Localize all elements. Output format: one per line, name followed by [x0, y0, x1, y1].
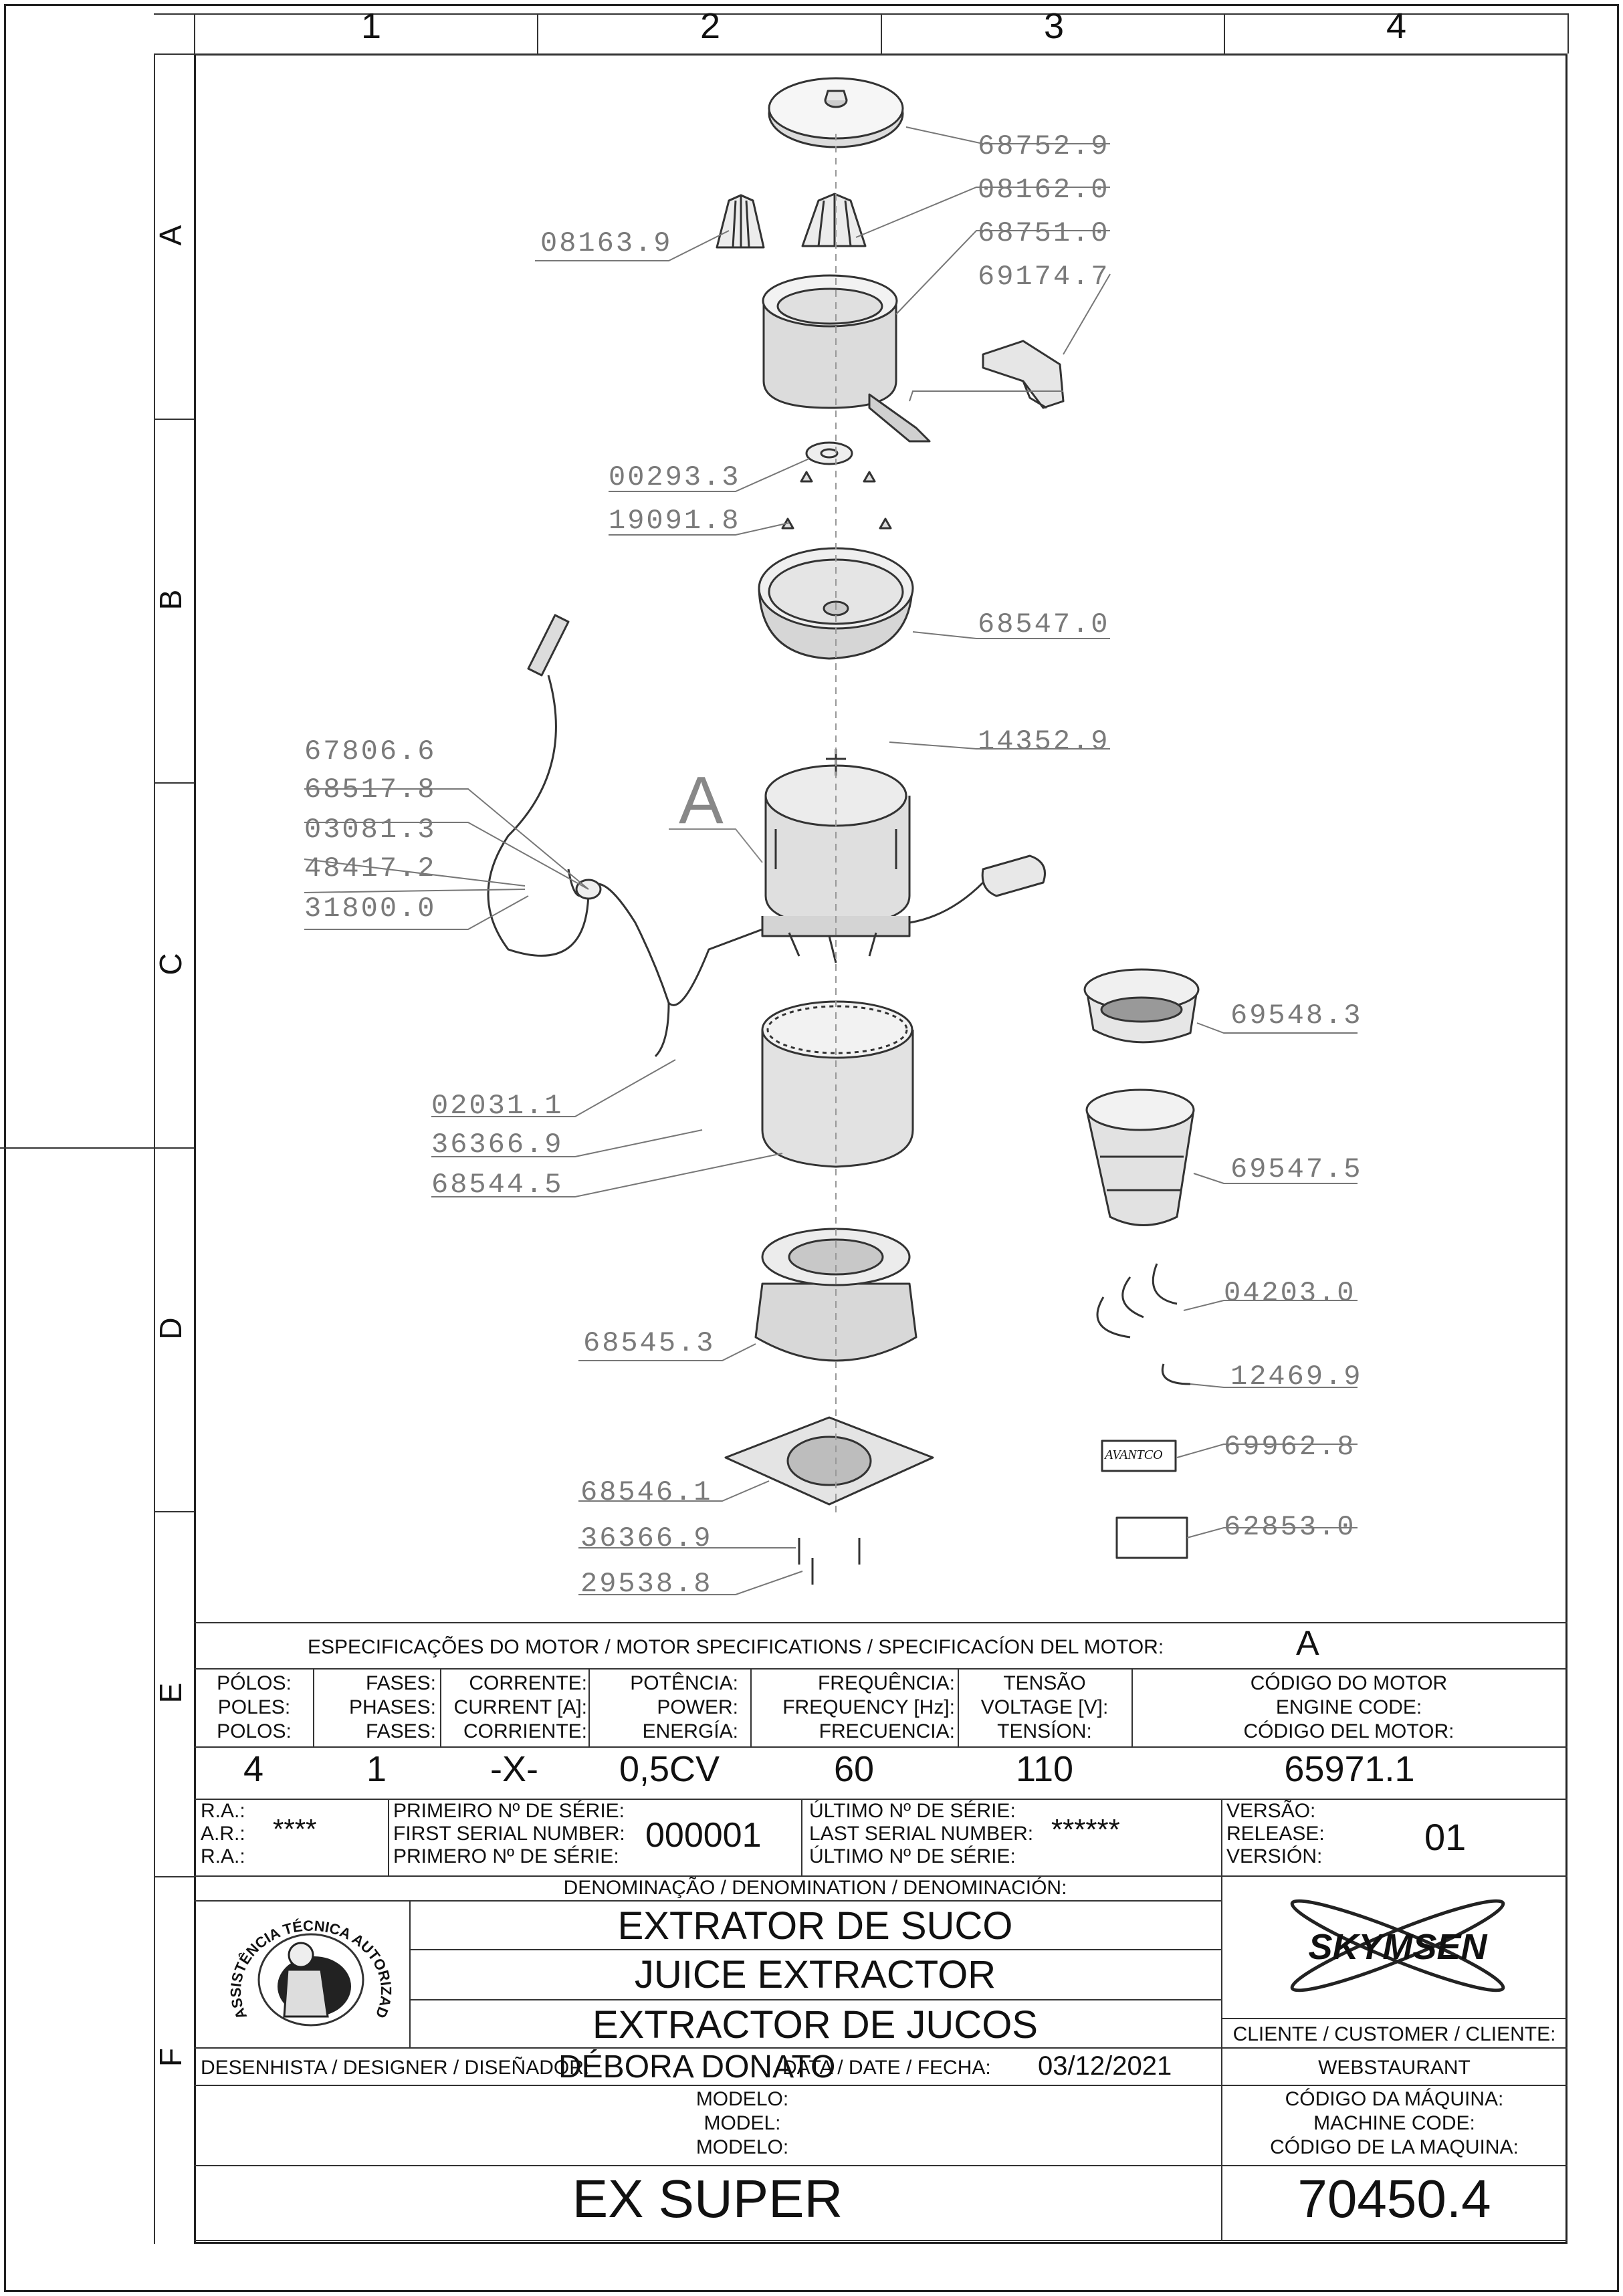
spec-value-power: 0,5CV: [619, 1749, 720, 1789]
last-serial-labels: ÚLTIMO Nº DE SÉRIE:LAST SERIAL NUMBER:ÚL…: [809, 1800, 1034, 1867]
machine-code-labels: CÓDIGO DA MÁQUINA:MACHINE CODE:CÓDIGO DE…: [1270, 2088, 1519, 2158]
denomination-pt: EXTRATOR DE SUCO: [617, 1904, 1013, 1948]
zone-col-3: 3: [1043, 6, 1065, 46]
spec-value-engine-code: 65971.1: [1284, 1749, 1415, 1789]
callout-69962-8: 69962.8: [1224, 1431, 1356, 1463]
callout-08163-9: 08163.9: [540, 227, 673, 259]
spec-header-current: CORRENTE:CURRENT [A]:CORRIENTE:: [453, 1672, 587, 1742]
ra-labels: R.A.:A.R.:R.A.:: [201, 1800, 245, 1867]
callout-69174-7: 69174.7: [978, 261, 1110, 293]
callout-68546-1: 68546.1: [580, 1476, 713, 1508]
part-brand-label: [1101, 1440, 1177, 1472]
callout-04203-0: 04203.0: [1224, 1277, 1356, 1309]
svg-text:SKYMSEN: SKYMSEN: [1308, 1927, 1487, 1967]
zone-strip-left: [154, 53, 155, 2244]
callout-69548-3: 69548.3: [1230, 1000, 1363, 1032]
callout-14352-9: 14352.9: [978, 725, 1110, 758]
zone-col-4: 4: [1386, 6, 1407, 46]
callout-00293-3: 00293.3: [609, 461, 741, 493]
part-clips: [1096, 1263, 1191, 1385]
zone-row-f: F: [153, 2047, 188, 2067]
part-reamer-small: [716, 194, 765, 249]
spec-value-voltage: 110: [1015, 1749, 1074, 1789]
part-motor: [761, 749, 911, 963]
callout-68544-5: 68544.5: [431, 1169, 564, 1201]
zone-col-2: 2: [699, 6, 721, 46]
callout-36366-9-b: 36366.9: [580, 1522, 713, 1555]
motor-code-letter: A: [1296, 1624, 1319, 1663]
model-value: EX SUPER: [572, 2169, 843, 2228]
part-info-plate: [1115, 1516, 1188, 1559]
part-spout: [982, 340, 1065, 409]
callout-02031-1: 02031.1: [431, 1090, 564, 1122]
leader-lines: [304, 126, 1358, 1595]
detail-label-a: A: [679, 763, 724, 838]
exploded-view-diagram: [304, 77, 1358, 1595]
client-value: WEBSTAURANT: [1318, 2057, 1471, 2079]
avantco-label-text: AVANTCO: [1105, 1448, 1163, 1462]
ra-value: ****: [273, 1813, 317, 1845]
spec-value-current: -X-: [490, 1749, 538, 1789]
part-housing: [761, 1000, 914, 1168]
callout-62853-0: 62853.0: [1224, 1511, 1356, 1543]
first-serial-value: 000001: [645, 1816, 762, 1855]
spec-value-frequency: 60: [833, 1749, 875, 1789]
part-cup: [1085, 1088, 1195, 1226]
designer-label: DESENHISTA / DESIGNER / DISEÑADOR:: [201, 2057, 590, 2079]
callout-68545-3: 68545.3: [583, 1327, 716, 1359]
callout-67806-6: 67806.6: [304, 735, 437, 768]
denomination-label: DENOMINAÇÃO / DENOMINATION / DENOMINACIÓ…: [563, 1877, 1067, 1899]
callout-68751-0: 68751.0: [978, 217, 1110, 249]
callout-29538-8: 29538.8: [580, 1568, 713, 1600]
spec-value-poles: 4: [243, 1749, 264, 1789]
part-power-cord: [487, 614, 763, 1058]
designer-value: DÉBORA DONATO: [558, 2049, 836, 2085]
spec-value-phases: 1: [366, 1749, 387, 1789]
callout-68517-8: 68517.8: [304, 774, 437, 806]
spec-header-poles: PÓLOS:POLES:POLOS:: [217, 1672, 292, 1742]
spec-header-phases: FASES:PHASES:FASES:: [348, 1672, 436, 1742]
callout-68752-9: 68752.9: [978, 130, 1110, 162]
machine-code-value: 70450.4: [1297, 2169, 1491, 2228]
callout-68547-0: 68547.0: [978, 608, 1110, 641]
part-reamer-large: [801, 193, 867, 247]
model-labels: MODELO:MODEL:MODELO:: [695, 2088, 789, 2158]
part-gasket: [805, 441, 853, 465]
zone-strip-top: [154, 53, 1567, 55]
denomination-es: EXTRACTOR DE JUCOS: [592, 2003, 1038, 2047]
part-lid: [768, 77, 904, 148]
spec-header-power: POTÊNCIA:POWER:ENERGÍA:: [630, 1672, 738, 1742]
version-value: 01: [1424, 1816, 1467, 1858]
callout-69547-5: 69547.5: [1230, 1153, 1363, 1185]
authorized-service-seal: ASSISTÊNCIA TÉCNICA AUTORIZADA: [221, 1903, 395, 2027]
part-bottom-plate: [724, 1416, 934, 1585]
motor-spec-title: ESPECIFICAÇÕES DO MOTOR / MOTOR SPECIFIC…: [308, 1636, 1164, 1658]
date-value: 03/12/2021: [1038, 2051, 1172, 2081]
callout-31800-0: 31800.0: [304, 893, 437, 925]
version-labels: VERSÃO:RELEASE:VERSIÓN:: [1226, 1800, 1325, 1867]
callout-48417-2: 48417.2: [304, 852, 437, 885]
callout-03081-3: 03081.3: [304, 814, 437, 846]
callout-12469-9: 12469.9: [1230, 1361, 1363, 1393]
callout-08162-0: 08162.0: [978, 174, 1110, 206]
zone-row-e: E: [153, 1682, 188, 1704]
client-label: CLIENTE / CUSTOMER / CLIENTE:: [1232, 2023, 1556, 2045]
part-bolts: [781, 471, 892, 530]
part-filter-basket: [1083, 968, 1200, 1044]
spec-header-frequency: FREQUÊNCIA:FREQUENCY [Hz]:FRECUENCIA:: [782, 1672, 955, 1742]
zone-col-1: 1: [360, 6, 382, 46]
denomination-en: JUICE EXTRACTOR: [634, 1953, 996, 1996]
part-capacitor: [909, 854, 1046, 924]
last-serial-value: ******: [1051, 1813, 1120, 1846]
skymsen-logo: SKYMSEN: [1290, 1899, 1505, 1992]
part-bowl: [762, 274, 931, 443]
date-label: DATA / DATE / FECHA:: [782, 2057, 991, 2079]
callout-19091-8: 19091.8: [609, 505, 741, 537]
first-serial-labels: PRIMEIRO Nº DE SÉRIE:FIRST SERIAL NUMBER…: [393, 1800, 625, 1867]
callout-36366-9-a: 36366.9: [431, 1129, 564, 1161]
